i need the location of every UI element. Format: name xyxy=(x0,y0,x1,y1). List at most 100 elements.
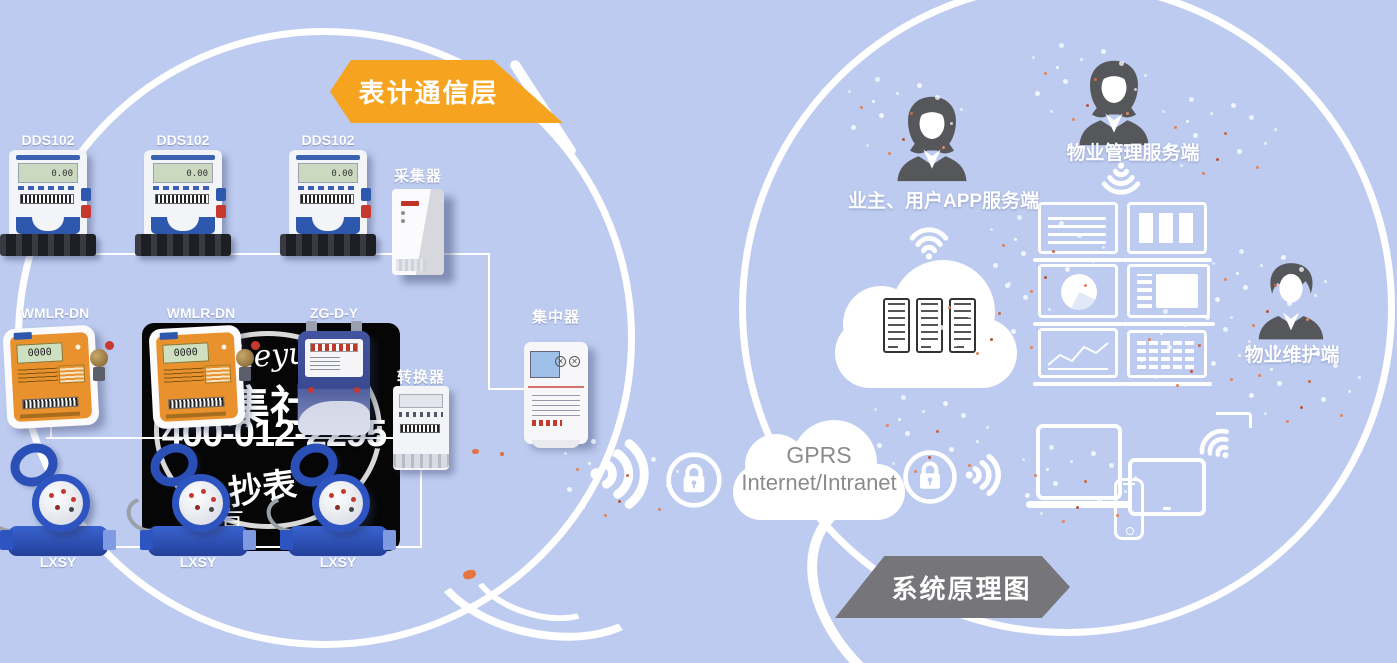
meter-label: LXSY xyxy=(319,554,357,570)
meter-dial xyxy=(312,474,370,532)
server-rack-icon xyxy=(916,298,943,353)
owner-user-avatar-icon xyxy=(886,92,978,189)
water-meter-lxsy: LXSY xyxy=(260,436,396,575)
concentrator-device: 集中器 ✕ ✕ xyxy=(522,306,590,448)
meter-label: DDS102 xyxy=(156,132,210,148)
connector-line xyxy=(420,437,422,546)
noise-speckles xyxy=(872,100,875,103)
meter-label: WMLR-DN xyxy=(166,305,236,321)
gprs-cloud-text: GPRS Internet/Intranet xyxy=(733,442,905,496)
barcode xyxy=(155,194,209,204)
meter-label: LXSY xyxy=(39,554,77,570)
pie-chart-icon xyxy=(1061,274,1097,310)
banner-meter-communication-layer: 表计通信层 xyxy=(330,60,563,123)
maintenance-avatar-icon xyxy=(1248,256,1334,347)
monitor-icon xyxy=(1122,264,1215,326)
meter-label: DDS102 xyxy=(301,132,355,148)
meter-dial xyxy=(172,474,230,532)
barcode xyxy=(300,194,354,204)
terminal-block xyxy=(135,234,231,256)
property-mgmt-service-label: 物业管理服务端 xyxy=(1066,143,1200,164)
noise-speckles xyxy=(1236,272,1239,275)
noise-speckles xyxy=(1056,66,1059,69)
connector-line xyxy=(196,427,198,437)
electric-meter-dds102: DDS102 0.00 xyxy=(0,132,96,268)
banner-left-label: 表计通信层 xyxy=(358,78,499,108)
gprs-line: GPRS xyxy=(786,442,852,468)
meter-lcd: 0.00 xyxy=(298,163,358,183)
noise-speckles xyxy=(1046,468,1049,471)
meter-lcd: 0.00 xyxy=(18,163,78,183)
meter-body: 0.00 xyxy=(9,150,91,238)
connector-line xyxy=(46,437,422,439)
converter-device: 转换器 xyxy=(390,366,452,472)
meter-lcd: 0000 xyxy=(16,342,64,364)
noise-speckles xyxy=(1186,120,1189,123)
gprs-cloud: GPRS Internet/Intranet xyxy=(733,420,905,524)
meter-body: 0000 xyxy=(148,324,246,430)
meter-body: 0.00 xyxy=(144,150,226,238)
monitor-icon xyxy=(1122,330,1212,386)
meter-lcd: 0000 xyxy=(162,342,210,364)
noise-speckles xyxy=(1270,368,1273,371)
noise-speckles xyxy=(960,300,963,303)
barcode xyxy=(400,424,440,433)
barcode xyxy=(168,396,225,410)
monitor-icon xyxy=(1033,202,1123,262)
connector-line xyxy=(488,253,490,390)
water-meter-lxsy: LXSY xyxy=(120,436,256,575)
gas-meter-zgdy: ZG-D-Y xyxy=(296,305,372,435)
register-digits xyxy=(310,343,358,352)
watermark-ellipse xyxy=(154,331,382,529)
terminal-block xyxy=(0,234,96,256)
connector-line xyxy=(50,427,52,437)
water-meter-wmlr: WMLR-DN 0000 xyxy=(148,305,260,437)
lock-icon xyxy=(664,450,724,515)
meter-label: WMLR-DN xyxy=(20,305,90,321)
right-circle-outline xyxy=(739,0,1395,636)
connector-line xyxy=(46,253,488,255)
connector-line xyxy=(488,388,526,390)
pipe-fitting xyxy=(234,349,256,383)
collector-tower xyxy=(392,189,444,275)
meter-lcd: 0.00 xyxy=(153,163,213,183)
noise-speckles xyxy=(1014,238,1017,241)
noise-speckles xyxy=(898,418,901,421)
meter-label: ZG-D-Y xyxy=(309,305,359,321)
collector-label: 采集器 xyxy=(393,168,442,185)
barcode xyxy=(22,396,79,410)
electric-meter-dds102: DDS102 0.00 xyxy=(135,132,231,268)
wifi-icon xyxy=(586,436,662,512)
banner-right-label: 系统原理图 xyxy=(891,573,1032,604)
meter-body: 0000 xyxy=(2,324,100,430)
laptop-icon xyxy=(1026,424,1132,508)
converter-body xyxy=(393,386,449,470)
monitor-icon xyxy=(1033,328,1123,386)
server-cloud xyxy=(835,256,1017,396)
meter-body xyxy=(298,331,370,435)
lock-icon xyxy=(901,448,959,511)
meter-body: 0.00 xyxy=(289,150,371,238)
phone-icon xyxy=(1114,478,1144,540)
meter-label: DDS102 xyxy=(21,132,75,148)
concentrator-label: 集中器 xyxy=(531,309,580,326)
electric-meter-dds102: DDS102 0.00 xyxy=(280,132,376,268)
owner-app-service-label: 业主、用户APP服务端 xyxy=(848,191,1040,212)
paint-fleck xyxy=(500,452,504,456)
wifi-icon xyxy=(1100,160,1142,202)
wifi-icon xyxy=(1188,416,1244,472)
concentrator-body: ✕ ✕ xyxy=(524,342,588,448)
barcode xyxy=(20,194,74,204)
meter-label: LXSY xyxy=(179,554,217,570)
wifi-icon xyxy=(908,220,950,262)
wifi-icon xyxy=(963,452,1009,498)
converter-label: 转换器 xyxy=(396,369,445,386)
monitor-icon xyxy=(1122,202,1212,262)
collector-device: 采集器 xyxy=(388,165,448,277)
server-rack-icon xyxy=(949,298,976,353)
pipe-fitting xyxy=(88,349,110,383)
noise-speckles xyxy=(588,462,591,465)
tablet-icon xyxy=(1128,458,1206,516)
terminal-block xyxy=(280,234,376,256)
